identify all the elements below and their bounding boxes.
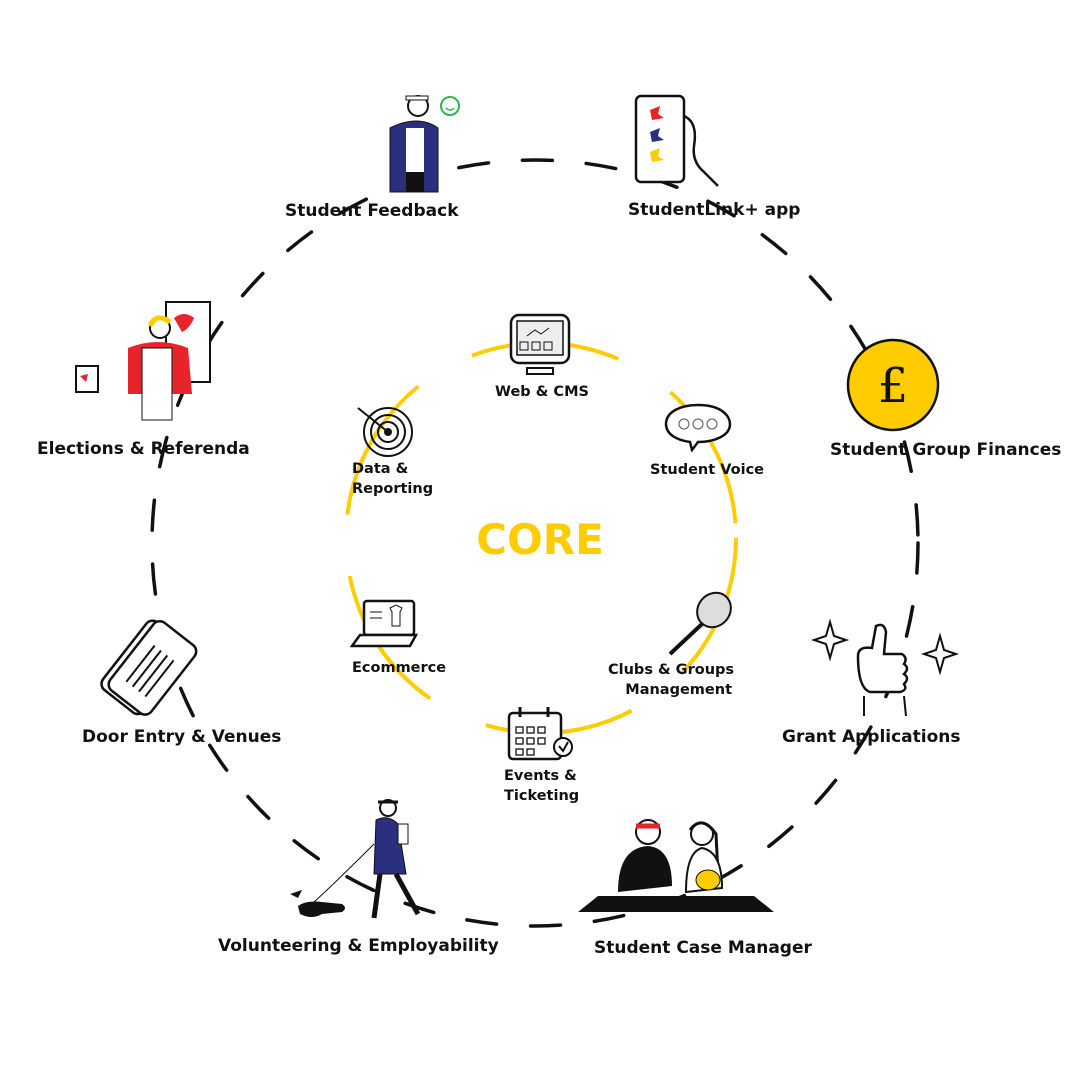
ballot-person-icon [75, 301, 211, 421]
outer-module-elections-referenda: Elections & Referenda [37, 439, 250, 459]
thumbs-up-icon [810, 618, 960, 716]
tennis-racket-icon [668, 591, 732, 656]
core-module-ecommerce: Ecommerce [352, 660, 447, 676]
outer-module-door-entry-venues: Door Entry & Venues [82, 727, 282, 747]
core-title: CORE [476, 515, 604, 564]
outer-module-studentlink-app: StudentLink+ app [628, 200, 801, 220]
phone-app-icon [634, 94, 719, 187]
label-line-1: Clubs & Groups [608, 662, 735, 678]
tickets-icon [100, 619, 198, 716]
outer-module-grant-applications: Grant Applications [782, 727, 961, 747]
laptop-icon [350, 599, 419, 648]
core-module-data-reporting: Data & Reporting [352, 459, 433, 499]
label-line-1: Events & [504, 768, 577, 784]
pound-coin-icon: £ [846, 338, 940, 432]
label-line-2: Reporting [352, 481, 434, 497]
pound-symbol: £ [878, 358, 909, 414]
target-icon [357, 407, 413, 457]
students-meeting-icon [578, 819, 774, 912]
core-module-events-ticketing: Events & Ticketing [504, 766, 579, 806]
calendar-icon [507, 707, 573, 761]
monitor-icon [509, 313, 571, 375]
label-line-1: Data & [352, 461, 409, 477]
label-line-2: Management [625, 682, 732, 698]
outer-module-student-case-manager: Student Case Manager [594, 938, 812, 958]
core-module-web-cms: Web & CMS [495, 384, 589, 400]
core-module-student-voice: Student Voice [650, 462, 765, 478]
label-line-2: Ticketing [504, 788, 580, 804]
outer-module-student-feedback: Student Feedback [285, 201, 459, 221]
walking-dog-icon [290, 799, 421, 919]
outer-module-volunteering-employability: Volunteering & Employability [218, 936, 499, 956]
outer-dashed-ring [150, 158, 920, 928]
speech-bubble-icon [664, 403, 732, 452]
outer-module-student-group-finances: Student Group Finances [830, 440, 1062, 460]
person-feedback-icon [389, 95, 460, 193]
